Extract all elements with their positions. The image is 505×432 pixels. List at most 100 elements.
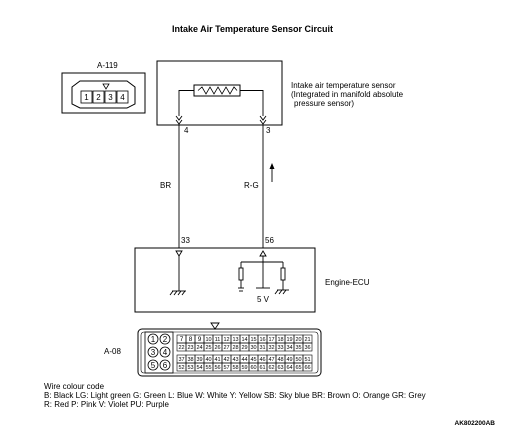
- a08-pin-number: 10: [205, 337, 211, 343]
- a08-pin-number: 15: [250, 337, 256, 343]
- legend-line: B: Black LG: Light green G: Green L: Blu…: [44, 391, 426, 400]
- sensor-name: Intake air temperature sensor: [291, 81, 396, 90]
- a08-pin-number: 64: [286, 365, 292, 371]
- a08-pin-number: 9: [198, 336, 202, 343]
- wire-color-label: R-G: [244, 181, 259, 190]
- a08-pin-number: 40: [205, 357, 211, 363]
- a08-pin-number: 57: [223, 365, 229, 371]
- a08-pin-number: 62: [268, 365, 274, 371]
- ecu-label: Engine-ECU: [325, 278, 370, 287]
- a08-pin-number: 35: [295, 345, 301, 351]
- a08-round-pin: [147, 333, 159, 345]
- a08-pin-number: 14: [241, 337, 247, 343]
- a08-pin-number: 58: [232, 365, 238, 371]
- a08-pin-number: 12: [223, 337, 229, 343]
- a08-pin-number: 54: [196, 365, 202, 371]
- a08-pin-number: 6: [163, 361, 168, 370]
- a08-pin-number: 28: [232, 345, 238, 351]
- a08-pin-number: 22: [178, 345, 184, 351]
- a08-pin-number: 21: [304, 337, 310, 343]
- a119-pin: 1: [84, 93, 89, 102]
- a08-pin-number: 7: [180, 336, 184, 343]
- a08-round-pin: [159, 359, 171, 371]
- wire-pin-label: 33: [181, 236, 190, 245]
- wire-pin-label: 3: [266, 126, 271, 135]
- legend-line: R: Red P: Pink V: Violet PU: Purple: [44, 400, 169, 409]
- connector-a08-label: A-08: [104, 347, 121, 356]
- a08-pin-number: 16: [259, 337, 265, 343]
- a08-round-pin: [147, 346, 159, 358]
- connector-a119: 1 2 3 4: [61, 72, 146, 114]
- wire-color-label: BR: [160, 181, 171, 190]
- a08-pin-number: 50: [295, 357, 301, 363]
- ground-icon: [169, 290, 186, 296]
- a08-pin-number: 60: [250, 365, 256, 371]
- a08-pin-number: 8: [189, 336, 193, 343]
- a08-round-pin: [159, 346, 171, 358]
- a08-pin-number: 66: [304, 365, 310, 371]
- resistor-icon: [238, 267, 244, 281]
- a08-pin-number: 52: [178, 365, 184, 371]
- ground-icon: [274, 289, 289, 295]
- chevron-down-icon: [175, 115, 267, 125]
- diagram-title: Intake Air Temperature Sensor Circuit: [171, 24, 334, 34]
- a08-pin-number: 5: [151, 361, 156, 370]
- a08-pin-number: 19: [286, 337, 292, 343]
- a08-pin-number: 53: [187, 365, 193, 371]
- a08-pin-number: 55: [205, 365, 211, 371]
- a08-pin-number: 36: [304, 345, 310, 351]
- a08-pin-number: 56: [214, 365, 220, 371]
- a08-pin-number: 27: [223, 345, 229, 351]
- a119-pin: 4: [120, 93, 125, 102]
- a08-round-pin: [147, 359, 159, 371]
- a08-pin-cell: [302, 362, 313, 372]
- supply-voltage: 5 V: [257, 295, 270, 304]
- sensor-box: [156, 60, 283, 126]
- a08-pin-number: 4: [163, 348, 168, 357]
- legend-heading: Wire colour code: [44, 382, 105, 391]
- a08-pin-number: 13: [232, 337, 238, 343]
- a08-pin-cell: [302, 342, 313, 352]
- a08-pin-number: 59: [241, 365, 247, 371]
- a08-pin-number: 20: [295, 337, 301, 343]
- a08-pin-number: 49: [286, 357, 292, 363]
- a08-pin-number: 31: [259, 345, 265, 351]
- connector-a119-label: A-119: [97, 61, 118, 70]
- wire-pin-label: 56: [265, 236, 274, 245]
- a08-round-pin: [159, 333, 171, 345]
- a08-pin-number: 37: [178, 357, 184, 363]
- a08-pin-number: 32: [268, 345, 274, 351]
- a08-pin-number: 46: [259, 357, 265, 363]
- sensor-name-note: (Integrated in manifold absolute: [291, 90, 404, 99]
- a08-pin-number: 23: [187, 345, 193, 351]
- a08-pin-number: 38: [187, 357, 193, 363]
- a08-pin-number: 45: [250, 357, 256, 363]
- a08-pin-number: 34: [286, 345, 292, 351]
- a08-pin-number: 63: [277, 365, 283, 371]
- a08-pin-number: 1: [151, 335, 156, 344]
- key-triangle-icon: [102, 83, 110, 90]
- a08-pin-number: 3: [151, 348, 156, 357]
- a08-pin-number: 61: [259, 365, 265, 371]
- a08-pin-number: 24: [196, 345, 202, 351]
- a119-pin: 2: [96, 93, 101, 102]
- resistor-icon: [280, 267, 286, 281]
- a08-pin-number: 41: [214, 357, 220, 363]
- a08-pin-number: 17: [268, 337, 274, 343]
- thermistor-icon: [193, 84, 241, 97]
- wire-pin-label: 4: [184, 126, 189, 135]
- a08-pin-number: 39: [196, 357, 202, 363]
- a08-pin-number: 47: [268, 357, 274, 363]
- a08-pin-number: 65: [295, 365, 301, 371]
- a08-pin-number: 2: [163, 335, 168, 344]
- a08-pin-number: 25: [205, 345, 211, 351]
- a08-pin-number: 43: [232, 357, 238, 363]
- a08-pin-number: 48: [277, 357, 283, 363]
- sensor-name-note: pressure sensor): [294, 99, 354, 108]
- a08-pin-number: 29: [241, 345, 247, 351]
- a08-pin-number: 18: [277, 337, 283, 343]
- figure-code: AK802200AB: [455, 420, 496, 427]
- a08-pin-number: 11: [215, 337, 221, 343]
- a08-pin-number: 42: [223, 357, 229, 363]
